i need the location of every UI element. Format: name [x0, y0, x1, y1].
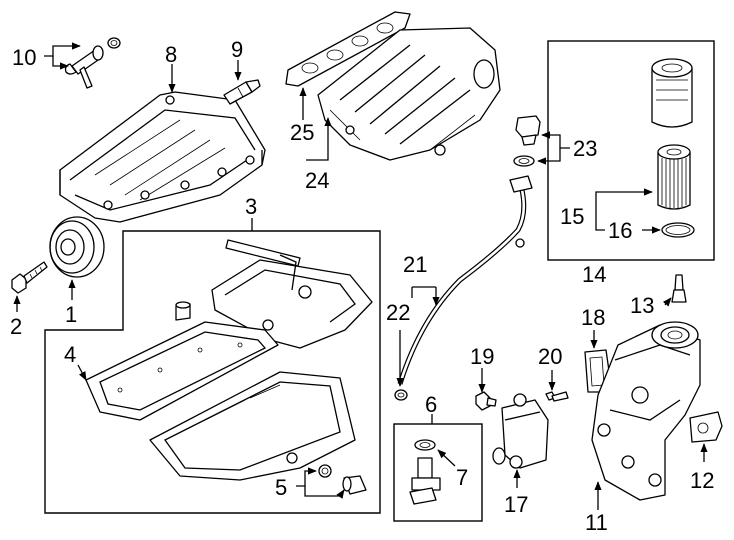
intake-gasket-part [285, 11, 411, 87]
bolt-part [11, 261, 48, 294]
callout-18: 18 [581, 305, 605, 330]
bolt-20-part [545, 391, 569, 402]
callout-17: 17 [504, 492, 528, 517]
callout-1: 1 [65, 302, 77, 327]
sensor-part [513, 115, 541, 167]
callout-20: 20 [538, 344, 562, 369]
callout-15: 15 [560, 204, 584, 229]
upper-oil-pan-part [175, 239, 373, 349]
callout-2: 2 [10, 314, 22, 339]
oil-level-sensor-part [409, 439, 441, 505]
callout-7: 7 [456, 465, 468, 490]
cylinder-block-part [59, 91, 266, 223]
callout-12: 12 [690, 468, 714, 493]
bolt-19-part [475, 391, 497, 411]
oil-level-sensor-box [393, 423, 483, 522]
callout-21: 21 [403, 252, 427, 277]
drain-plug-part [318, 464, 367, 495]
oil-filter-housing-part [591, 321, 701, 501]
callout-23: 23 [573, 136, 597, 161]
leader-lines [13, 42, 708, 510]
callout-24: 24 [305, 168, 329, 193]
gasket-12-part [689, 411, 723, 443]
dipstick-tube-part [394, 175, 533, 401]
callout-22: 22 [386, 300, 410, 325]
callout-3: 3 [245, 194, 257, 219]
o-ring-part [661, 222, 695, 238]
pulley-part [49, 216, 105, 278]
lower-oil-pan-part [149, 371, 356, 481]
callout-9: 9 [231, 37, 243, 62]
callout-16: 16 [608, 218, 632, 243]
callout-4: 4 [64, 342, 76, 367]
callout-5: 5 [275, 475, 287, 500]
vacuum-valve-part [64, 37, 121, 89]
callout-25: 25 [290, 120, 314, 145]
callout-14: 14 [582, 262, 606, 287]
callout-8: 8 [165, 42, 177, 67]
oil-pan-gasket-part [85, 321, 279, 421]
intake-manifold-part [317, 27, 501, 161]
oil-cooler-part [492, 393, 549, 469]
callout-19: 19 [470, 344, 494, 369]
oil-filter-cap-part [651, 58, 693, 128]
oil-filter-group-box [547, 40, 715, 261]
sealant-tube-part [223, 79, 261, 105]
callout-10: 10 [12, 45, 36, 70]
callout-13: 13 [630, 293, 654, 318]
oil-filter-element-part [657, 144, 691, 210]
callout-11: 11 [585, 510, 608, 535]
pressure-sensor-part [671, 274, 687, 303]
oil-pan-group-box [44, 230, 381, 514]
callout-6: 6 [425, 392, 437, 417]
